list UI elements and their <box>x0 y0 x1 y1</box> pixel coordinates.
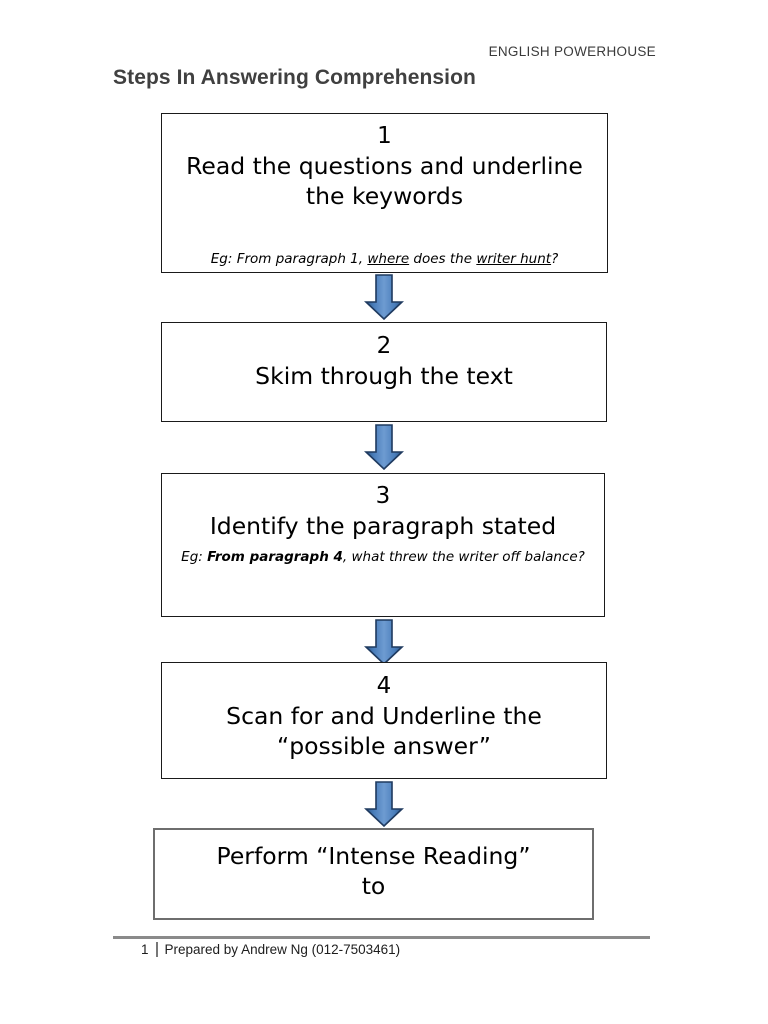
step-number: 4 <box>376 673 392 699</box>
step-number: 1 <box>377 123 392 149</box>
flow-step-1: 1 Read the questions and underline the k… <box>161 113 608 273</box>
flow-step-4: 4 Scan for and Underline the “possible a… <box>161 662 607 779</box>
example-suffix: , what threw the writer off balance? <box>342 549 585 565</box>
footer: 1 Prepared by Andrew Ng (012-7503461) <box>141 942 400 957</box>
step-text-line-2: “possible answer” <box>277 732 491 760</box>
example-prefix: Eg: From paragraph 1, <box>210 251 368 267</box>
step-text-line-1: Perform “Intense Reading” <box>216 842 531 870</box>
step-text-line-2: to <box>361 872 386 900</box>
page-number: 1 <box>141 942 149 957</box>
footer-credit: Prepared by Andrew Ng (012-7503461) <box>164 942 401 957</box>
step-text: Skim through the text <box>255 362 513 390</box>
example-suffix: ? <box>551 251 559 267</box>
step-number: 3 <box>375 483 391 509</box>
example-bold-reference: From paragraph 4 <box>207 549 343 565</box>
down-arrow-icon <box>364 424 404 470</box>
flow-step-final: Perform “Intense Reading” to <box>153 828 594 920</box>
step-example: Eg: From paragraph 1, where does the wri… <box>162 249 607 269</box>
step-text-line-1: Scan for and Underline the <box>226 702 542 730</box>
footer-divider <box>113 936 650 939</box>
step-text: Identify the paragraph stated <box>209 512 557 540</box>
step-number: 2 <box>376 333 392 359</box>
flow-step-3: 3 Identify the paragraph stated Eg: From… <box>161 473 605 617</box>
example-prefix: Eg: <box>181 549 208 565</box>
step-example: Eg: From paragraph 4, what threw the wri… <box>162 547 604 567</box>
page-title: Steps In Answering Comprehension <box>113 66 476 89</box>
down-arrow-icon <box>364 274 404 320</box>
brand-label: ENGLISH POWERHOUSE <box>488 44 656 59</box>
example-underline-keyword-2: writer hunt <box>476 251 552 267</box>
example-middle: does the <box>409 251 477 267</box>
example-underline-keyword-1: where <box>367 251 410 267</box>
footer-separator <box>155 942 158 957</box>
step-text: Read the questions and underline the key… <box>186 152 583 210</box>
down-arrow-icon <box>364 781 404 827</box>
down-arrow-icon <box>364 619 404 665</box>
flow-step-2: 2 Skim through the text <box>161 322 607 422</box>
